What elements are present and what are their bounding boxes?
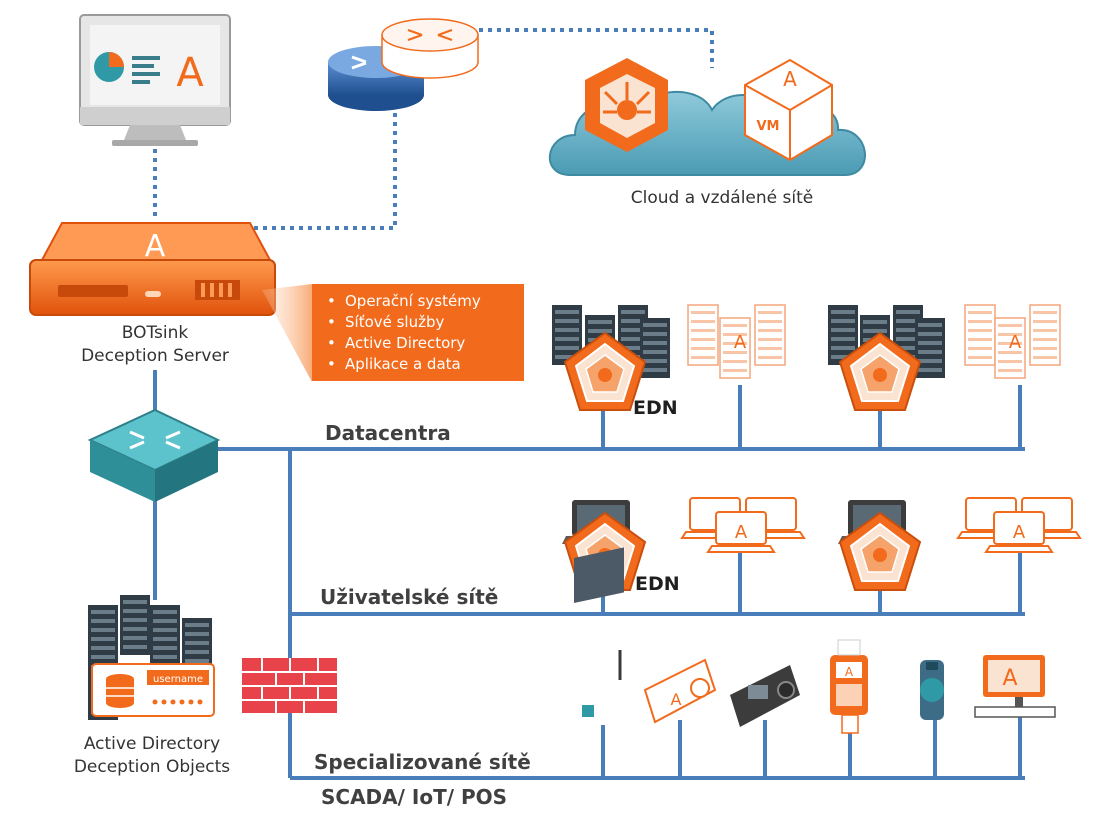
info-callout-pointer [262,284,312,382]
console-monitor: A [79,14,231,146]
industrial-pc-icon: A [974,655,1056,718]
datacenter-server-group-4: A [964,304,1061,379]
pie-chart-icon [94,52,124,82]
database-icon [106,674,134,708]
network-label-datacentra: Datacentra [325,421,451,445]
laptop-group-2: A [957,497,1081,553]
vm-label: VM [757,119,780,134]
deception-cube-icon [585,58,668,152]
plc-device-icon [730,665,800,727]
info-item-2: Síťové služby [345,313,445,331]
network-label-scada: SCADA/ IoT/ POS [321,785,507,809]
iot-sensor-icon [920,660,944,720]
info-bullet-1: • [327,292,336,310]
info-box: • Operační systémy • Síťové služby • Act… [312,284,524,381]
info-bullet-4: • [327,355,336,373]
edn-label-users: EDN [635,573,680,595]
ipc-logo-icon: A [1002,666,1017,691]
pos-terminal-icon: A [830,639,868,734]
botsink-logo-icon: A [145,229,166,264]
botsink-label-line2: Deception Server [81,346,229,366]
username-field: username [153,674,203,685]
laptop-group-1: A [681,497,805,553]
info-bullet-2: • [327,313,336,331]
datacenter-server-group-2: A [687,304,786,379]
password-dots [152,699,203,705]
cloud-label: Cloud a vzdálené sítě [631,188,814,208]
text-lines-icon [132,56,160,84]
router-blue-icon [328,46,424,111]
rack-logo-icon: A [734,332,747,353]
scada-logo-icon: A [671,690,682,709]
laptop-logo-icon: A [1013,522,1026,543]
info-item-4: Aplikace a data [345,355,461,373]
botsink-label-line1: BOTsink [122,323,189,343]
iot-gateway-icon [574,547,624,717]
network-label-special: Specializované sítě [314,750,531,774]
info-bullet-3: • [327,334,336,352]
edn-label-datacenter: EDN [633,397,678,419]
info-item-3: Active Directory [345,334,465,352]
router-orange-icon [381,18,479,79]
vm-cube-icon: A VM [744,58,833,162]
ad-credential-card: username [91,663,215,717]
pos-logo-icon: A [845,665,854,679]
rack-logo-icon: A [1009,332,1022,353]
info-item-1: Operační systémy [345,292,481,310]
ad-label-line2: Deception Objects [74,757,230,777]
laptop-logo-icon: A [735,522,748,543]
vm-cube-logo: A [783,67,797,91]
botsink-server-icon: A [29,222,276,316]
scada-controller-icon: A [643,658,717,724]
switch-icon [87,408,221,502]
firewall-icon [242,658,337,713]
monitor-logo-icon: A [176,50,204,96]
ad-label-line1: Active Directory [84,734,220,754]
network-label-users: Uživatelské sítě [320,585,498,609]
